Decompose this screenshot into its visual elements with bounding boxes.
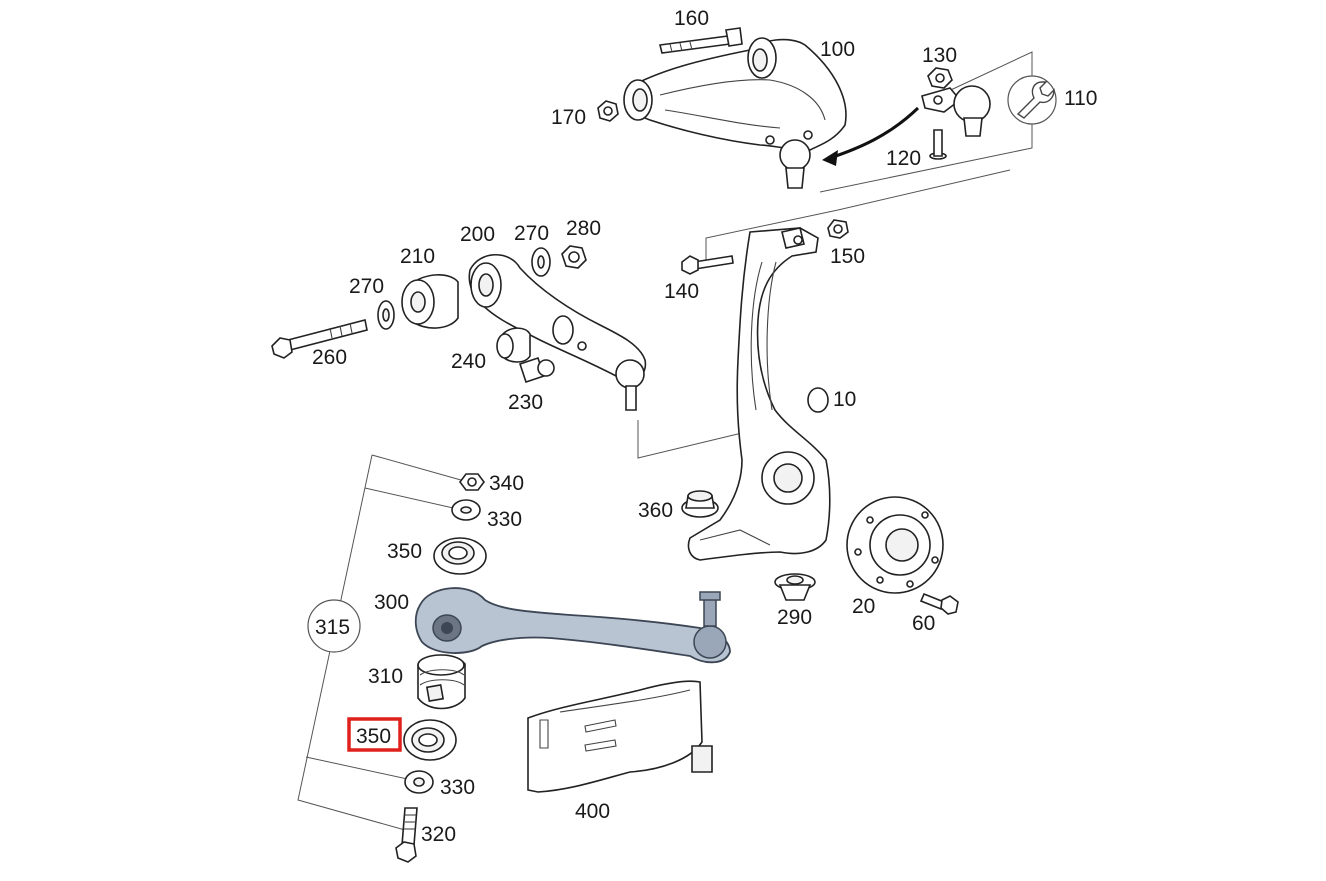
label-150: 150 [830, 245, 865, 268]
part-10-steering-knuckle[interactable] [687, 227, 831, 561]
label-300: 300 [374, 591, 409, 614]
part-140-bolt[interactable] [681, 255, 734, 275]
part-170-nut[interactable] [597, 100, 619, 122]
part-290-cover[interactable] [774, 573, 816, 601]
part-150-nut[interactable] [827, 219, 849, 239]
label-60: 60 [912, 612, 935, 635]
label-330-b: 330 [440, 776, 475, 799]
label-350-b[interactable]: 350 [356, 725, 391, 748]
part-350-mount-a[interactable] [433, 537, 487, 575]
part-280-nut[interactable] [561, 245, 587, 269]
label-310: 310 [368, 665, 403, 688]
label-100: 100 [820, 38, 855, 61]
label-170: 170 [551, 106, 586, 129]
label-280: 280 [566, 217, 601, 240]
label-400: 400 [575, 800, 610, 823]
part-120-bolt[interactable] [929, 129, 947, 160]
label-120: 120 [886, 147, 921, 170]
part-210-bushing[interactable] [401, 274, 459, 329]
part-110-ball-joint[interactable] [921, 85, 991, 137]
label-260: 260 [312, 346, 347, 369]
label-200: 200 [460, 223, 495, 246]
label-350-a: 350 [387, 540, 422, 563]
label-240: 240 [451, 350, 486, 373]
part-240-bushing[interactable] [496, 327, 531, 363]
label-360: 360 [638, 499, 673, 522]
part-130-nut[interactable] [927, 67, 953, 89]
part-360-nut[interactable] [681, 490, 719, 518]
part-400-shield[interactable] [527, 680, 713, 793]
part-340-nut[interactable] [459, 473, 485, 491]
part-330-washer-a[interactable] [451, 499, 481, 521]
label-320: 320 [421, 823, 456, 846]
part-200-control-arm[interactable] [468, 254, 647, 411]
label-130: 130 [922, 44, 957, 67]
label-230: 230 [508, 391, 543, 414]
part-330-washer-b[interactable] [404, 770, 434, 794]
label-110: 110 [1064, 87, 1097, 110]
part-60-bolt[interactable] [919, 592, 959, 615]
part-230-ball-joint[interactable] [518, 356, 555, 384]
label-270-a: 270 [349, 275, 384, 298]
leader-lines [297, 51, 1033, 831]
label-20: 20 [852, 595, 875, 618]
part-270-washer-b[interactable] [531, 247, 551, 277]
part-160-bolt[interactable] [659, 27, 743, 54]
part-260-bolt[interactable] [271, 319, 368, 359]
arrow-indicator [822, 106, 920, 166]
wrench-icon [1007, 75, 1057, 125]
label-330-a: 330 [487, 508, 522, 531]
label-10: 10 [833, 388, 856, 411]
part-320-bolt[interactable] [395, 807, 418, 863]
part-100-upper-control-arm[interactable] [623, 37, 847, 189]
part-300-tension-strut[interactable] [414, 587, 731, 664]
part-labels: 160 100 130 110 170 120 200 270 280 210 … [312, 7, 1097, 846]
part-310-bushing[interactable] [417, 654, 466, 710]
assembly-315-circle [307, 599, 361, 653]
part-20-wheel-hub[interactable] [846, 496, 944, 594]
label-270-b: 270 [514, 222, 549, 245]
label-315: 315 [315, 616, 350, 639]
label-290: 290 [777, 606, 812, 629]
label-140: 140 [664, 280, 699, 303]
part-270-washer-a[interactable] [377, 300, 395, 330]
part-350-mount-b[interactable] [403, 719, 457, 761]
highlight-box-350 [347, 717, 402, 752]
label-340: 340 [489, 472, 524, 495]
label-160: 160 [674, 7, 709, 30]
label-210: 210 [400, 245, 435, 268]
